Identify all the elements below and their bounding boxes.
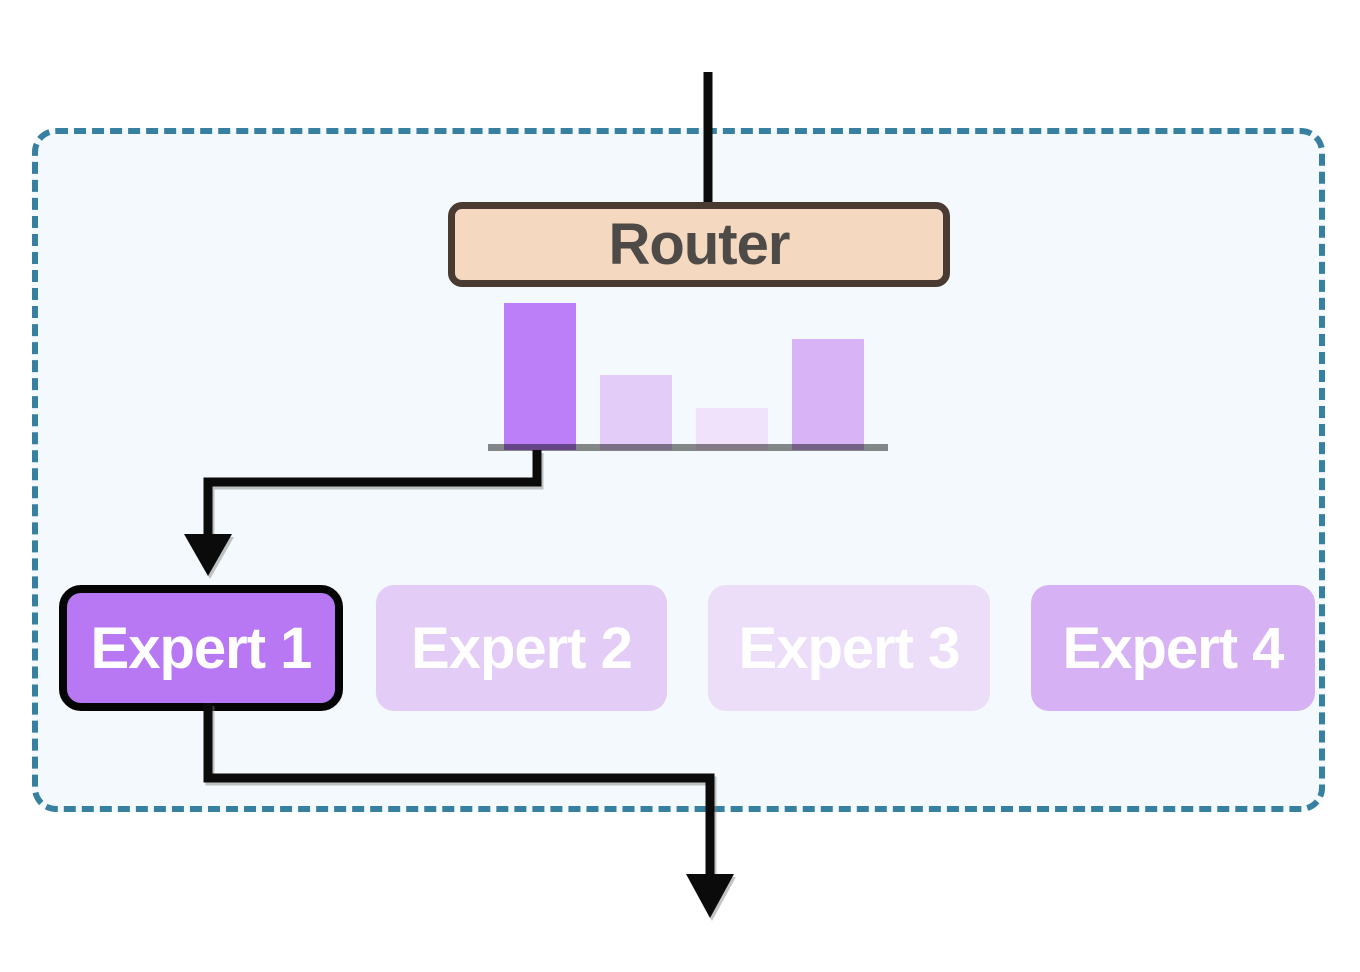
expert-2-label: Expert 2 bbox=[411, 615, 633, 681]
gate-weight-bar-2 bbox=[600, 375, 672, 450]
gate-weight-bar-1 bbox=[504, 303, 576, 450]
gate-weight-bar-4 bbox=[792, 339, 864, 450]
gate-weight-bar-3 bbox=[696, 408, 768, 450]
expert-node-4: Expert 4 bbox=[1031, 585, 1315, 711]
expert-3-label: Expert 3 bbox=[738, 615, 961, 681]
expert-node-1-selected: Expert 1 bbox=[59, 585, 343, 711]
expert-4-label: Expert 4 bbox=[1062, 615, 1285, 681]
expert-node-3: Expert 3 bbox=[708, 585, 990, 711]
expert-1-label: Expert 1 bbox=[90, 615, 313, 681]
router-label: Router bbox=[608, 212, 791, 277]
router-node: Router bbox=[448, 202, 950, 287]
bar-chart-baseline bbox=[488, 444, 888, 451]
expert-node-2: Expert 2 bbox=[376, 585, 667, 711]
